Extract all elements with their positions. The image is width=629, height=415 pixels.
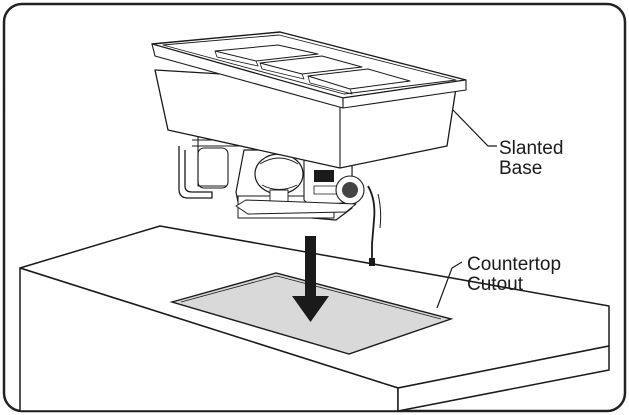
refrigerant-tubing (178, 146, 213, 199)
countertop-cutout-label-line-1: Countertop (467, 254, 562, 275)
drop-in-well (151, 31, 467, 169)
pan-opening-1 (214, 44, 319, 62)
slanted-base-leader (452, 109, 497, 147)
down-arrow-icon (292, 236, 329, 322)
slanted-base-label-line-2: Base (499, 158, 543, 179)
pan-opening-3 (307, 68, 411, 90)
countertop-side-face (397, 345, 610, 412)
slanted-base-label-line-1: Slanted (499, 138, 564, 159)
countertop-cutout-label-line-2: Cutout (467, 274, 523, 295)
power-cord (367, 185, 376, 262)
countertop-cutout-leader (436, 261, 463, 309)
pan-opening-2 (259, 55, 363, 75)
cutout-inner-edge (180, 275, 442, 320)
compressor (254, 153, 304, 195)
